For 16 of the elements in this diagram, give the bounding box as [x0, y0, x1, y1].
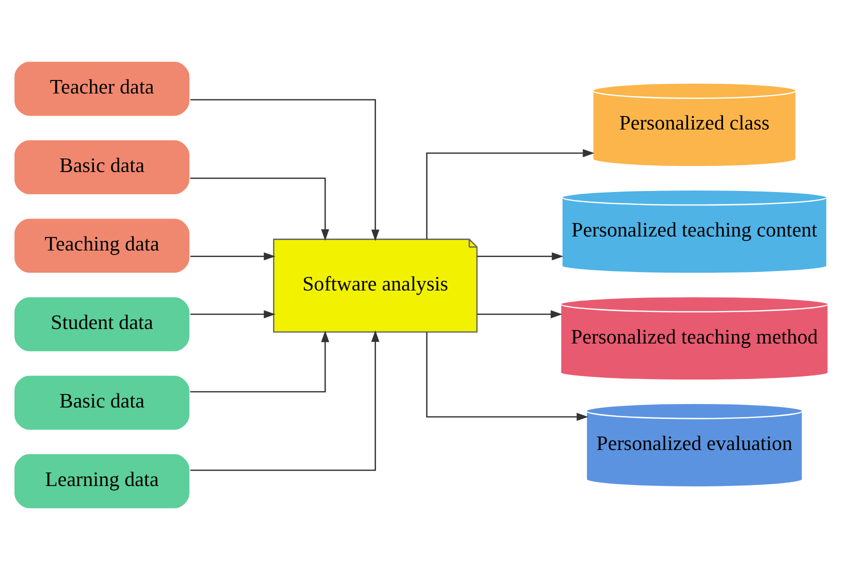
node-box: Learning data	[13, 452, 191, 509]
arrow	[190, 252, 276, 260]
arrow	[190, 330, 330, 392]
node-box: Basic data	[13, 374, 191, 431]
arrow	[190, 98, 380, 241]
arrow	[190, 310, 276, 318]
node-box: Basic data	[13, 138, 191, 196]
arrow	[426, 332, 588, 420]
node-box: Teacher data	[13, 60, 191, 117]
arrow	[190, 177, 330, 240]
arrow	[477, 252, 564, 260]
arrow	[426, 148, 594, 239]
node-box: Teaching data	[13, 216, 191, 274]
node-box: Student data	[13, 295, 191, 352]
arrow	[190, 330, 380, 470]
arrow	[477, 310, 562, 318]
